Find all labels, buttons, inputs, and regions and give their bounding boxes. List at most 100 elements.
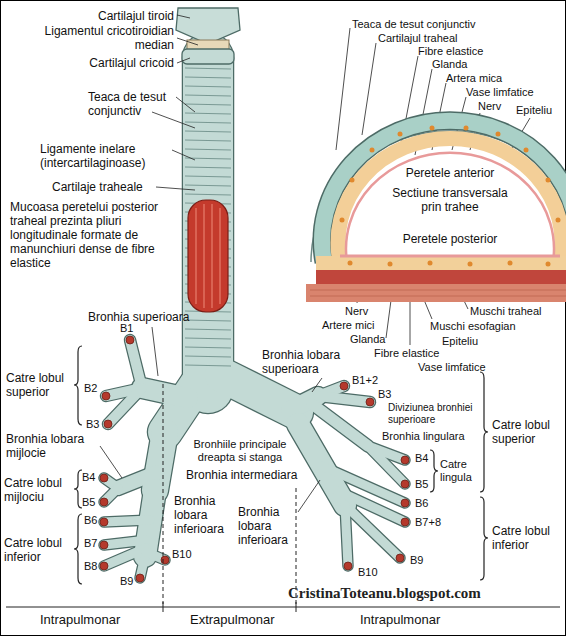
bronchus (345, 505, 348, 566)
leader-line (298, 480, 320, 512)
leader-line (152, 327, 158, 376)
posterior-mucosa (316, 256, 566, 270)
zone-tick (163, 602, 164, 612)
leader-line (176, 97, 195, 112)
bronchus-lumen (161, 556, 169, 564)
callout-number: B3 (86, 418, 99, 431)
posterior-epithelium (340, 255, 560, 258)
zone-line (6, 607, 560, 608)
part-label: Intrapulmonar (40, 612, 120, 627)
label-slot: Teaca de tesut conjunctiv (88, 90, 188, 118)
callout-number: B7+8 (415, 516, 441, 529)
connective-sheath (311, 131, 566, 262)
label-slot: B4 (415, 452, 428, 465)
bracket (480, 372, 488, 492)
leader-line (336, 28, 350, 150)
callout-number: B10 (172, 548, 192, 561)
label-slot: Fibre elastice (418, 45, 483, 58)
label-slot: Cartilajul traheal (378, 32, 457, 45)
bronchus-outline (104, 520, 150, 522)
part-label: Fibre elastice (418, 45, 483, 58)
label-slot: Catre lobul inferior (492, 524, 564, 552)
label-slot: Bronhia superioara (88, 310, 189, 324)
label-slot: Catre lobul superior (492, 418, 564, 446)
label-slot: Bronhia lingulara (382, 430, 465, 443)
label-slot: B10 (358, 566, 378, 579)
tracheal-ring (185, 68, 231, 69)
part-label: Vase limfatice (466, 86, 534, 99)
bronchus (368, 446, 405, 484)
bracket (74, 514, 82, 584)
part-label: Bronhia lingulara (382, 430, 465, 443)
label-slot: Epiteliu (516, 104, 552, 117)
tracheal-ring (185, 140, 231, 141)
label-slot: Teaca de tesut conjunctiv (352, 18, 476, 31)
bronchus-lumen (126, 336, 134, 344)
callout-number: B6 (415, 497, 428, 510)
label-slot: Catre lobul inferior (4, 536, 76, 564)
part-label: Bronhia superioara (88, 310, 189, 324)
callout-number: B5 (82, 496, 95, 509)
label-slot: Intrapulmonar (360, 612, 440, 627)
part-label: Ligamentul cricotiroidian median (14, 24, 174, 52)
label-slot: B5 (415, 478, 428, 491)
part-label: Diviziunea bronhiei superioare (388, 402, 480, 426)
label-slot: Peretele posterior (403, 232, 498, 246)
label-slot: Diviziunea bronhiei superioare (388, 402, 480, 426)
part-label: Catre lobul mijlociu (4, 476, 76, 504)
part-label: Teaca de tesut conjunctiv (88, 90, 188, 118)
tracheal-ring (185, 86, 231, 87)
leader-line (152, 112, 195, 128)
label-slot: Nerv (478, 100, 501, 113)
part-label: Nerv (345, 305, 368, 318)
leader-line (312, 378, 322, 392)
bronchus (104, 520, 150, 522)
bronchus (108, 388, 142, 424)
bronchus (104, 540, 147, 545)
label-slot: Artere mici (322, 319, 375, 332)
part-label: Catre lobul superior (6, 371, 76, 399)
bronchus (130, 340, 142, 388)
bronchus-lumen (100, 474, 108, 482)
label-slot: B7+8 (415, 516, 441, 529)
part-label: Muschi traheal (470, 305, 542, 318)
leader-line (177, 38, 198, 45)
watermark: CristinaToteanu.blogspot.com (288, 585, 481, 602)
callout-number: B3 (378, 388, 391, 401)
bronchus-lumen (401, 480, 409, 488)
part-label: Cartilajul tiroid (98, 9, 174, 23)
label-slot: Cartilaje traheale (52, 180, 143, 194)
part-label: Epiteliu (442, 335, 478, 348)
label-slot: B6 (415, 497, 428, 510)
label-slot: Bronhia lobara superioara (262, 348, 362, 376)
cross-section (306, 121, 566, 302)
cricoid-cartilage (182, 49, 234, 64)
tracheal-ring (185, 320, 231, 321)
part-label: Peretele anterior (406, 166, 495, 180)
bronchus-lumen (401, 456, 409, 464)
label-slot: Catre lobul superior (6, 371, 76, 399)
bronchus-outline (104, 540, 147, 545)
leader-line (177, 15, 190, 18)
bronchus-outline (142, 388, 188, 398)
part-label: Catre lobul inferior (4, 536, 76, 564)
part-label: Glanda (432, 58, 467, 71)
label-slot: Vase limfatice (466, 86, 534, 99)
bronchus (142, 388, 188, 398)
label-slot: Cartilajul cricoid (89, 56, 174, 70)
part-label: Cartilajul traheal (378, 32, 457, 45)
label-slot: B10 (172, 548, 192, 561)
part-label: Bronhia intermediara (186, 468, 297, 482)
bracket (480, 497, 488, 580)
label-slot: B9 (120, 575, 133, 588)
part-label: Artere mici (322, 319, 375, 332)
callout-number: B7 (84, 537, 97, 550)
posterior-membrane (188, 200, 228, 312)
bronchus (345, 505, 400, 558)
bronchus-lumen (100, 518, 108, 526)
part-label: Bronhia lobara inferioara (238, 505, 298, 547)
bronchus-outline (130, 340, 142, 388)
label-slot: B7 (84, 537, 97, 550)
part-label: Intrapulmonar (360, 612, 440, 627)
